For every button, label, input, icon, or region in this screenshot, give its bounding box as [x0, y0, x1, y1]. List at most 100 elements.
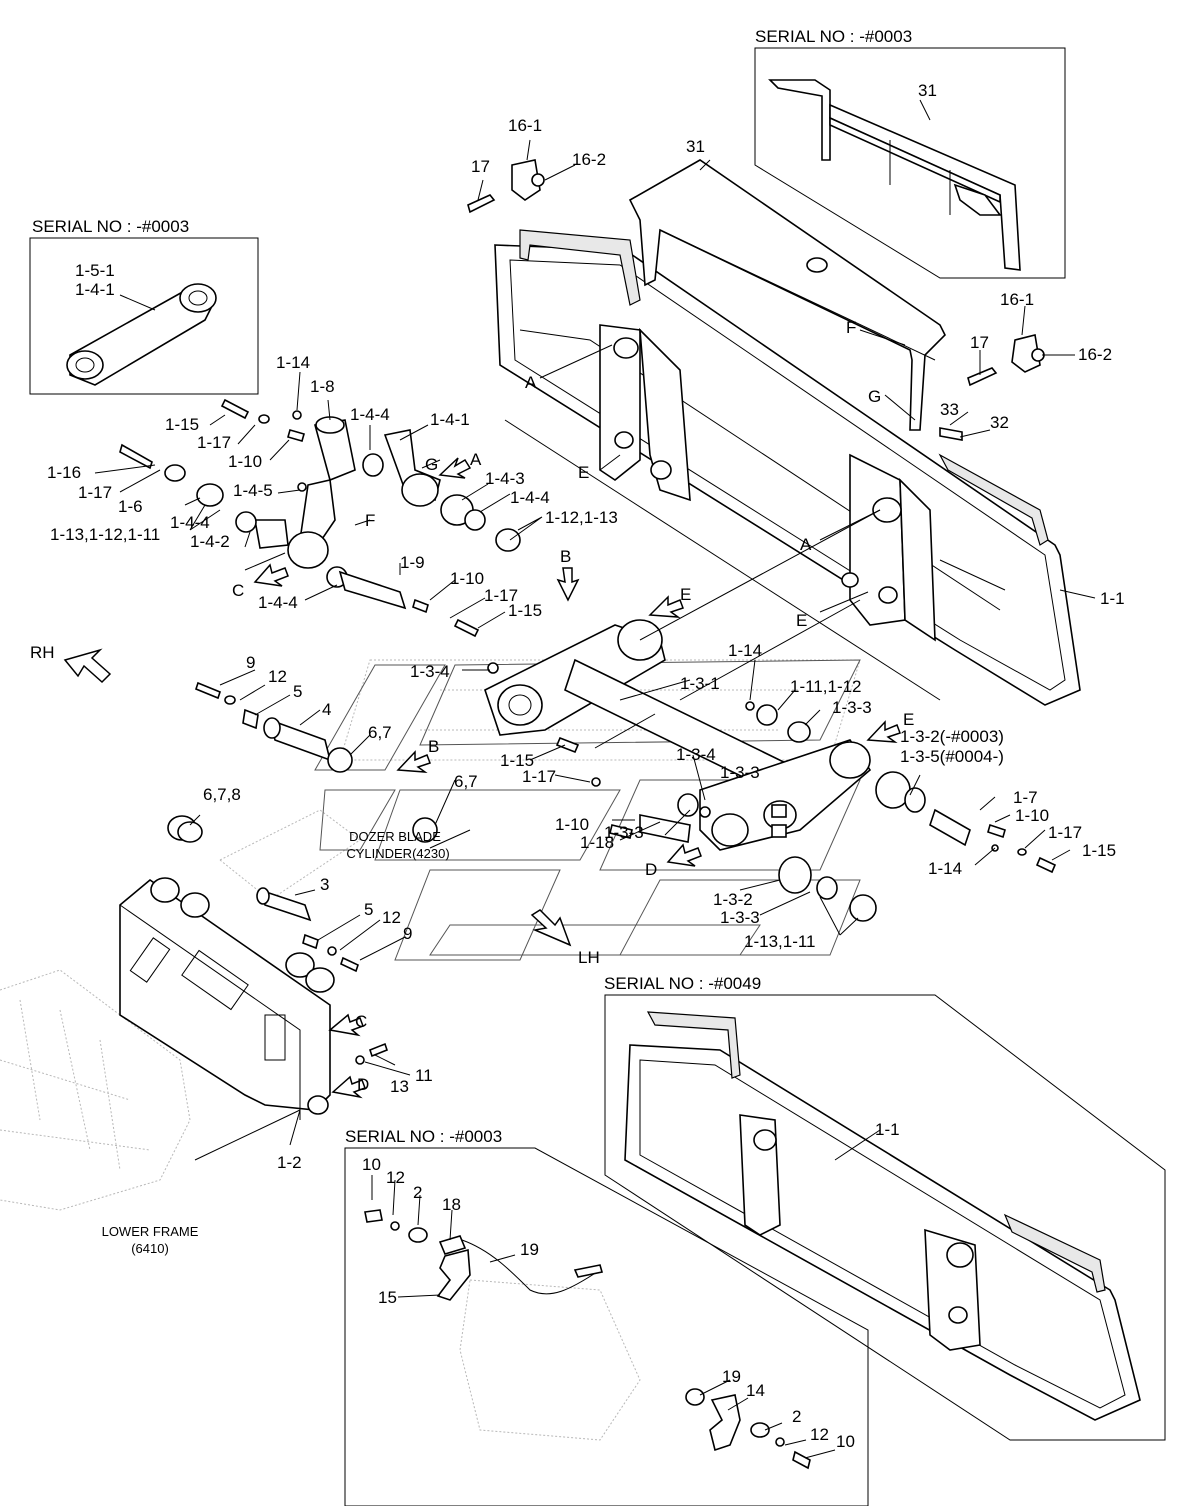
- callout-label: 1-17: [1048, 823, 1082, 842]
- callout-label: 1-4-3: [485, 469, 525, 488]
- dozer-cylinder-note-line2: CYLINDER(4230): [346, 846, 449, 861]
- callout-label: 17: [471, 157, 490, 176]
- serial-box-bottom-middle: [344, 1147, 869, 1506]
- callout-label: C: [232, 581, 244, 600]
- direction-rh-label: RH: [30, 643, 55, 662]
- callout-label: 3: [320, 875, 329, 894]
- direction-lh-label: LH: [578, 948, 600, 967]
- callout-label: 1-3-4: [676, 745, 716, 764]
- callout-label: 6,7,8: [203, 785, 241, 804]
- serial-box-bottom-right: [604, 994, 1166, 1441]
- callout-label: 16-1: [508, 116, 542, 135]
- pin-4-group: [167, 681, 438, 843]
- callout-label: 1-3-4: [410, 662, 450, 681]
- serial-box-top-left: [29, 237, 259, 395]
- callout-label: 9: [246, 653, 255, 672]
- callout-label: 1-3-1: [680, 674, 720, 693]
- serial-label-bottom-right: SERIAL NO : -#0049: [604, 974, 761, 993]
- push-arm-1-3: [484, 619, 1057, 922]
- callout-label: 1-3-3: [832, 698, 872, 717]
- frame-1-2: [119, 877, 388, 1120]
- arrow-a-upper: [438, 457, 472, 479]
- callout-label: 1-15: [500, 751, 534, 770]
- lower-frame-note-line2: (6410): [131, 1241, 169, 1256]
- callout-label: 1-17: [484, 586, 518, 605]
- callout-label: 14: [746, 1381, 765, 1400]
- serial-label-bottom-middle: SERIAL NO : -#0003: [345, 1127, 502, 1146]
- callout-label: 1-3-5(#0004-): [900, 747, 1004, 766]
- callout-label: 1-3-2: [713, 890, 753, 909]
- callout-label: 1-10: [228, 452, 262, 471]
- callout-label: 1-4-1: [430, 410, 470, 429]
- callout-label: D: [645, 860, 657, 879]
- notes: DOZER BLADE CYLINDER(4230) LOWER FRAME (…: [102, 829, 450, 1256]
- callout-label: 16-2: [1078, 345, 1112, 364]
- callout-label: 1-10: [1015, 806, 1049, 825]
- dozer-blade-1-1: [494, 229, 1081, 706]
- cover-31: [628, 159, 946, 431]
- callout-label: 6,7: [368, 723, 392, 742]
- arrow-lh: [530, 909, 572, 947]
- arrow-b-down: [556, 567, 580, 602]
- callout-label: 12: [386, 1168, 405, 1187]
- callout-label: E: [903, 710, 914, 729]
- callout-label: 1-1: [875, 1120, 900, 1139]
- callout-label: 1-12,1-13: [545, 508, 618, 527]
- callout-label: 1-4-1: [75, 280, 115, 299]
- callout-label: 1-18: [580, 833, 614, 852]
- callout-label: 31: [686, 137, 705, 156]
- dozer-cylinder-note-line1: DOZER BLADE: [349, 829, 441, 844]
- callout-label: 2: [413, 1183, 422, 1202]
- callout-label: 1-14: [276, 353, 310, 372]
- callout-label: 12: [810, 1425, 829, 1444]
- callout-labels: 313116-116-21716-116-217FG3332AE1-5-11-4…: [47, 81, 1125, 1451]
- callout-label: 6,7: [454, 772, 478, 791]
- callout-label: 9: [403, 924, 412, 943]
- callout-label: 10: [362, 1155, 381, 1174]
- callout-label: B: [560, 547, 571, 566]
- callout-label: 1-16: [47, 463, 81, 482]
- callout-label: G: [425, 455, 438, 474]
- callout-label: 1-14: [928, 859, 962, 878]
- leader-lines: [94, 99, 1096, 1459]
- callout-label: 1-5-1: [75, 261, 115, 280]
- callout-label: 1-14: [728, 641, 762, 660]
- callout-label: 1-3-3: [604, 823, 644, 842]
- serial-box-top-right: [754, 47, 1066, 279]
- callout-label: D: [357, 1075, 369, 1094]
- callout-label: 1-15: [508, 601, 542, 620]
- callout-label: 1-4-4: [258, 593, 298, 612]
- arrow-rh: [63, 648, 112, 684]
- callout-label: 16-1: [1000, 290, 1034, 309]
- callout-label: 1-3-2(-#0003): [900, 727, 1004, 746]
- callout-label: E: [578, 463, 589, 482]
- callout-label: 1-4-5: [233, 481, 273, 500]
- callout-label: 1-3-3: [720, 908, 760, 927]
- serial-label-top-right: SERIAL NO : -#0003: [755, 27, 912, 46]
- callout-label: C: [355, 1012, 367, 1031]
- callout-label: 1-17: [197, 433, 231, 452]
- callout-label: A: [470, 450, 482, 469]
- callout-label: 1-6: [118, 497, 143, 516]
- callout-label: 15: [378, 1288, 397, 1307]
- callout-label: 1-17: [78, 483, 112, 502]
- callout-label: 33: [940, 400, 959, 419]
- callout-label: 19: [520, 1240, 539, 1259]
- callout-label: 31: [918, 81, 937, 100]
- callout-label: 2: [792, 1407, 801, 1426]
- callout-label: 1-11,1-12: [790, 677, 862, 696]
- callout-label: 1-8: [310, 377, 335, 396]
- callout-label: 5: [364, 900, 373, 919]
- callout-label: 32: [990, 413, 1009, 432]
- arrow-c-left: [253, 563, 289, 587]
- callout-label: 1-4-4: [170, 513, 210, 532]
- callout-label: 1-1: [1100, 589, 1125, 608]
- latch-parts-top: [467, 159, 1045, 441]
- direction-labels: RH LH: [30, 643, 600, 967]
- callout-label: 19: [722, 1367, 741, 1386]
- arrow-c-frame: [328, 1013, 364, 1037]
- callout-label: 12: [382, 908, 401, 927]
- serial-label-top-left: SERIAL NO : -#0003: [32, 217, 189, 236]
- arrow-e-right: [866, 720, 901, 743]
- link-assembly-1-4: [119, 398, 521, 638]
